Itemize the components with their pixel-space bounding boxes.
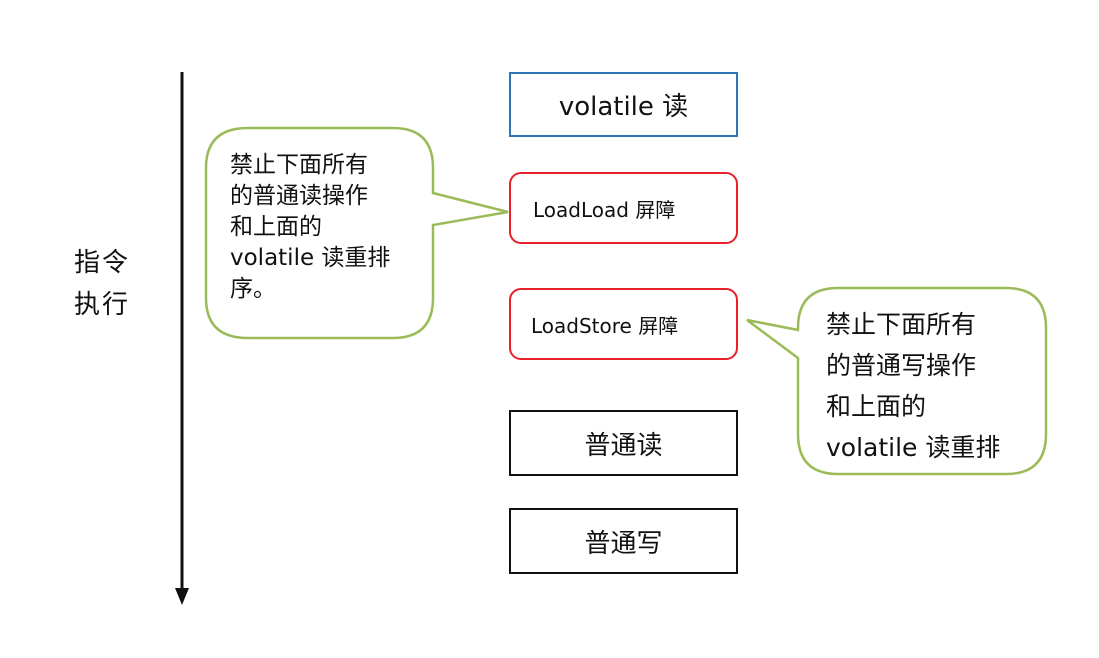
execution-order-label: 指令 执行 — [74, 242, 130, 326]
right-callout-line: 和上面的 — [826, 392, 927, 421]
right-callout-text: 禁止下面所有 的普通写操作 和上面的 volatile 读重排 — [826, 304, 1000, 468]
normal-write-label: 普通写 — [584, 528, 663, 559]
right-callout-bubble — [746, 286, 1048, 476]
normal-write-box: 普通写 — [509, 508, 738, 574]
right-callout-line: 禁止下面所有 — [826, 310, 977, 339]
volatile-read-box: volatile 读 — [509, 72, 738, 137]
left-callout-text: 禁止下面所有 的普通读操作 和上面的 volatile 读重排 序。 — [230, 150, 390, 305]
left-callout-bubble — [204, 126, 509, 340]
left-callout-line: volatile 读重排 — [230, 245, 391, 271]
execution-order-label-line1: 指令 — [74, 248, 131, 278]
execution-arrow-head — [175, 588, 189, 605]
left-callout-line: 禁止下面所有 — [230, 152, 368, 178]
right-callout-line: 的普通写操作 — [826, 351, 977, 380]
left-callout-line: 的普通读操作 — [230, 183, 368, 209]
loadload-barrier-label: LoadLoad 屏障 — [533, 197, 676, 222]
left-callout-line: 序。 — [230, 276, 276, 302]
normal-read-box: 普通读 — [509, 410, 738, 476]
execution-order-label-line2: 执行 — [74, 290, 131, 320]
loadstore-barrier-label: LoadStore 屏障 — [531, 313, 679, 338]
loadload-barrier-box: LoadLoad 屏障 — [509, 172, 738, 244]
left-callout-line: 和上面的 — [230, 214, 322, 240]
volatile-read-label: volatile 读 — [558, 92, 689, 122]
normal-read-label: 普通读 — [584, 430, 663, 461]
right-callout-line: volatile 读重排 — [826, 433, 1001, 462]
loadstore-barrier-box: LoadStore 屏障 — [509, 288, 738, 360]
